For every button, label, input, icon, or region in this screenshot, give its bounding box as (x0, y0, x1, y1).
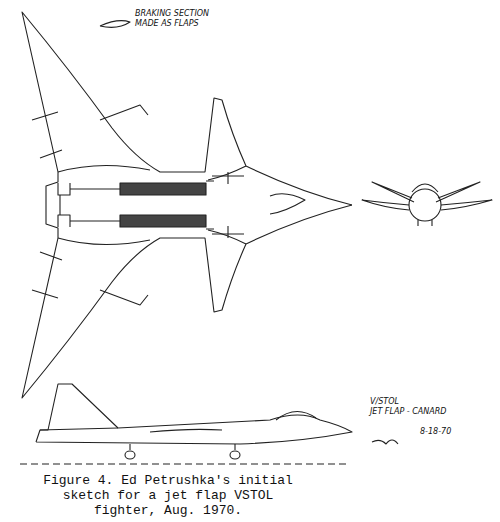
handwritten-note: MADE AS FLAPS (135, 20, 199, 29)
handwritten-note: 8-18-70 (420, 428, 451, 437)
front-view (362, 182, 492, 226)
figure-caption: Figure 4. Ed Petrushka's initial sketch … (28, 474, 308, 519)
plan-view-half (22, 12, 352, 205)
handwritten-note: BRAKING SECTION (135, 10, 209, 19)
side-view (20, 384, 352, 464)
handwritten-note: V/STOL (370, 398, 399, 407)
handwritten-note: JET FLAP - CANARD (370, 408, 446, 417)
